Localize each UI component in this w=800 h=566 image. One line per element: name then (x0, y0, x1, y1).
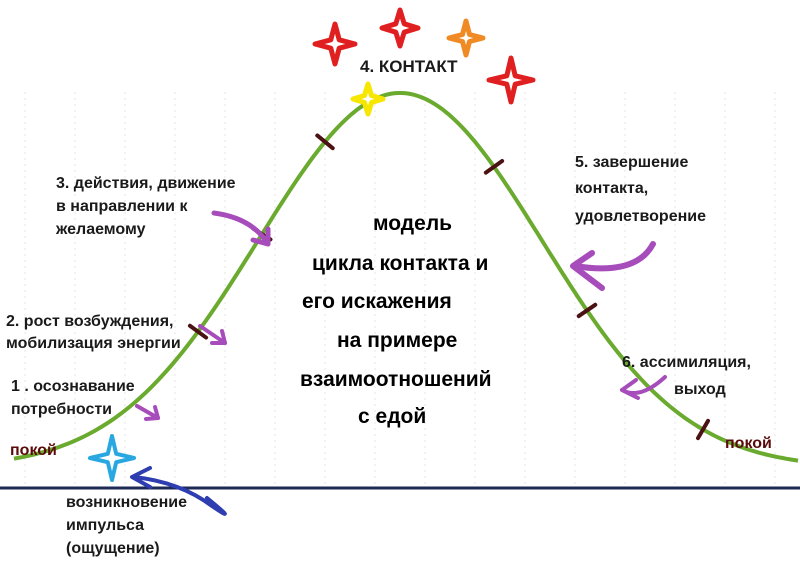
peak-label: 4. КОНТАКТ (360, 57, 458, 76)
impulse-label-line-2: импульса (66, 517, 145, 534)
stage-5-label-line-1: 5. завершение (575, 154, 689, 171)
stage-2-arrow (198, 324, 227, 345)
stage-3-label-line-1: 3. действия, движение (56, 175, 236, 192)
impulse-label-line-1: возникновение (66, 494, 188, 511)
stage-1-arrow (135, 404, 160, 421)
stage-1-arrow-shaft (135, 404, 160, 420)
star-icon (486, 55, 536, 105)
stage-3-arrow (211, 210, 271, 247)
stage-2-arrow-head (210, 329, 227, 345)
stage-5-arrow-head (570, 250, 605, 291)
rest-label-left: покой (10, 442, 57, 459)
stage-6-arrow (620, 375, 667, 400)
stage-5-arrow (570, 241, 656, 291)
curve-tick (483, 158, 505, 175)
impulse-arrow (130, 466, 227, 516)
stage-5-label-line-2: контакта, (575, 180, 649, 197)
stage-5-arrow-shaft (572, 241, 656, 272)
curve-tick (695, 418, 711, 441)
curve-tick (315, 133, 335, 151)
stage-3-label-line-3: желаемому (56, 221, 146, 238)
stage-5-label-line-3: удовлетворение (575, 208, 706, 225)
stage-3-label-line-2: в направлении к (56, 198, 188, 215)
stage-1-label-line-1: 1 . осознавание (11, 378, 135, 395)
stage-6-label-line-1: 6. ассимиляция, (622, 354, 751, 371)
star-icon (312, 21, 358, 67)
cycle-curve (13, 91, 799, 463)
stage-3-arrow-shaft (211, 210, 271, 247)
star-icon (350, 81, 386, 117)
stage-6-arrow-head (620, 378, 640, 400)
impulse-arrow-head (130, 466, 152, 489)
stage-6-label-line-2: выход (674, 381, 726, 398)
star-icon (446, 18, 486, 58)
curve-tick (187, 323, 209, 340)
impulse-star-icon (88, 434, 136, 482)
center-title-line-5: взаимоотношений (300, 368, 492, 391)
center-title-line-4: на примере (337, 329, 458, 352)
impulse-arrow-shaft (132, 475, 227, 516)
center-title-line-1: модель (373, 212, 453, 235)
stage-2-label-line-2: мобилизация энергии (6, 335, 181, 352)
contact-stars (88, 7, 536, 482)
center-title-line-2: цикла контакта и (312, 252, 489, 275)
star-icon (379, 7, 421, 49)
center-title-line-6: с едой (358, 405, 427, 428)
stage-2-label-line-1: 2. рост возбуждения, (6, 313, 174, 330)
center-title-line-3: его искажения (302, 290, 452, 313)
rest-label-right: покой (725, 435, 772, 452)
pointer-arrows (130, 210, 667, 516)
impulse-label-line-3: (ощущение) (66, 540, 160, 557)
curve-tick (576, 302, 598, 319)
stage-3-arrow-head (250, 226, 271, 247)
stage-1-arrow-head (144, 405, 160, 421)
stage-1-label-line-2: потребности (11, 401, 113, 418)
stage-2-arrow-shaft (198, 324, 227, 345)
